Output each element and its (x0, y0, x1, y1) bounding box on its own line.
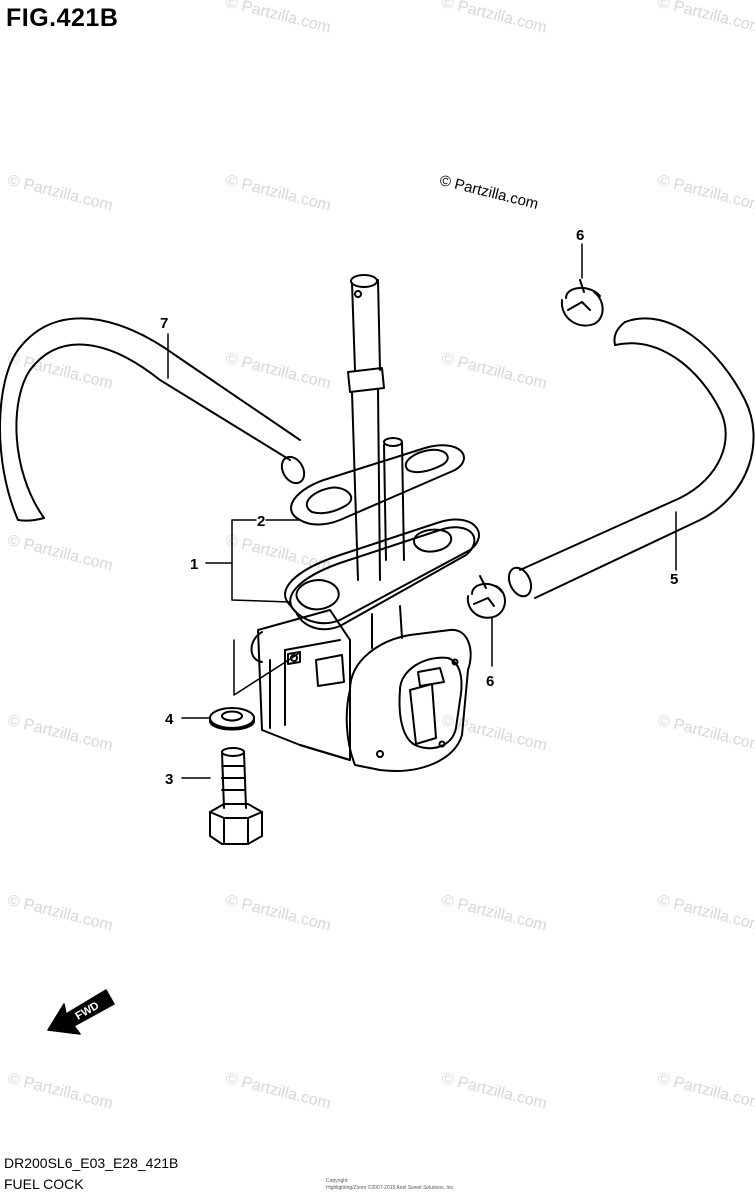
callout-3: 3 (165, 771, 173, 788)
callout-4: 4 (165, 711, 174, 728)
callout-6-lower: 6 (486, 673, 494, 690)
gasket[interactable] (290, 444, 465, 526)
fine-print-line-1: Copyright (326, 1178, 348, 1184)
clamp-upper[interactable] (560, 279, 604, 327)
callout-6-upper: 6 (576, 227, 584, 244)
leader-lines (167, 243, 677, 779)
bolt[interactable] (209, 747, 263, 845)
figure-title: FIG.421B (6, 4, 119, 32)
callout-7: 7 (160, 315, 168, 332)
callout-5: 5 (670, 571, 678, 588)
fuel-cock-body[interactable] (250, 274, 480, 772)
figure-code: DR200SL6_E03_E28_421B (4, 1155, 179, 1171)
hose-right[interactable] (505, 317, 755, 599)
clamp-lower[interactable] (466, 575, 506, 619)
washer[interactable] (209, 707, 255, 731)
hose-left[interactable] (0, 317, 309, 522)
fine-print-line-2: Highlighting/Zoom ©2007-2015 Ariel Sweet… (326, 1185, 455, 1191)
figure-name: FUEL COCK (4, 1176, 84, 1192)
callout-1: 1 (190, 556, 198, 573)
fwd-arrow-icon: FWD (47, 989, 115, 1035)
callout-2: 2 (257, 513, 265, 530)
